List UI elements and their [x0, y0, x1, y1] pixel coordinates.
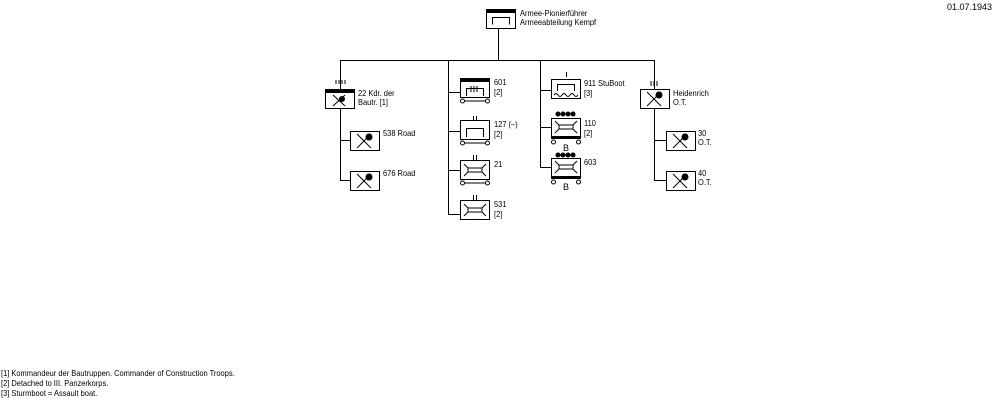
col2-unit-line1: 127 (–): [494, 119, 518, 129]
engineer-battalion-symbol: [460, 116, 490, 146]
col3-unit-line1: 110: [584, 118, 596, 128]
bridge-column-symbol: [460, 155, 490, 186]
ot-regiment-symbol: [640, 81, 670, 109]
motorized-engineer-symbol: [460, 78, 490, 104]
col3-unit-line2: [2]: [584, 128, 593, 138]
col4-head-line1: Heidenrich: [673, 88, 709, 98]
hq-label-line2: Armeeabteilung Kempf: [520, 17, 597, 27]
ot-battalion-symbol: [666, 171, 696, 191]
col1-head-line2: Bautr. [1]: [358, 97, 388, 107]
col3-unit-line2: [3]: [584, 88, 593, 98]
construction-command-symbol: [325, 80, 355, 109]
bridge-letter: B: [563, 143, 569, 153]
col2-unit-line1: 601: [494, 77, 507, 87]
footnote: [3] Sturmboot = Assault boat.: [1, 388, 98, 398]
col3-unit-line1: 603: [584, 157, 597, 167]
footnote: [1] Kommandeur der Bautruppen. Commander…: [1, 368, 235, 378]
bridge-column-b-symbol: [551, 152, 581, 185]
col2-unit-line1: 21: [494, 159, 503, 169]
assault-boat-symbol: [551, 72, 581, 99]
col2-unit-line1: 531: [494, 199, 507, 209]
bridge-letter: B: [563, 182, 569, 192]
col3-unit-line1: 911 StuBoot: [584, 78, 625, 88]
col4-unit-line1: 30: [698, 128, 707, 138]
col2-unit-line2: [2]: [494, 87, 503, 97]
col1-unit-label: 538 Road: [383, 128, 416, 138]
col2-unit-line2: [2]: [494, 129, 503, 139]
col4-unit-line1: 40: [698, 168, 707, 178]
bridge-column-b-symbol: [551, 111, 581, 145]
ot-battalion-symbol: [666, 131, 696, 151]
hq-symbol: [486, 9, 516, 29]
connector-lines: [340, 29, 666, 215]
col2-unit-line2: [2]: [494, 209, 503, 219]
col4-head-line2: O.T.: [673, 97, 687, 107]
col4-unit-line2: O.T.: [698, 177, 712, 187]
date-label: 01.07.1943: [946, 2, 992, 12]
construction-battalion-symbol: [350, 171, 380, 191]
bridge-column-symbol: [460, 195, 490, 220]
col1-head-line1: 22 Kdr. der: [358, 88, 395, 98]
footnote: [2] Detached to III. Panzerkorps.: [1, 378, 109, 388]
col1-unit-label: 676 Road: [383, 168, 416, 178]
construction-battalion-symbol: [350, 131, 380, 151]
col4-unit-line2: O.T.: [698, 137, 712, 147]
hq-label-line1: Armee-Pionierführer: [520, 8, 588, 18]
